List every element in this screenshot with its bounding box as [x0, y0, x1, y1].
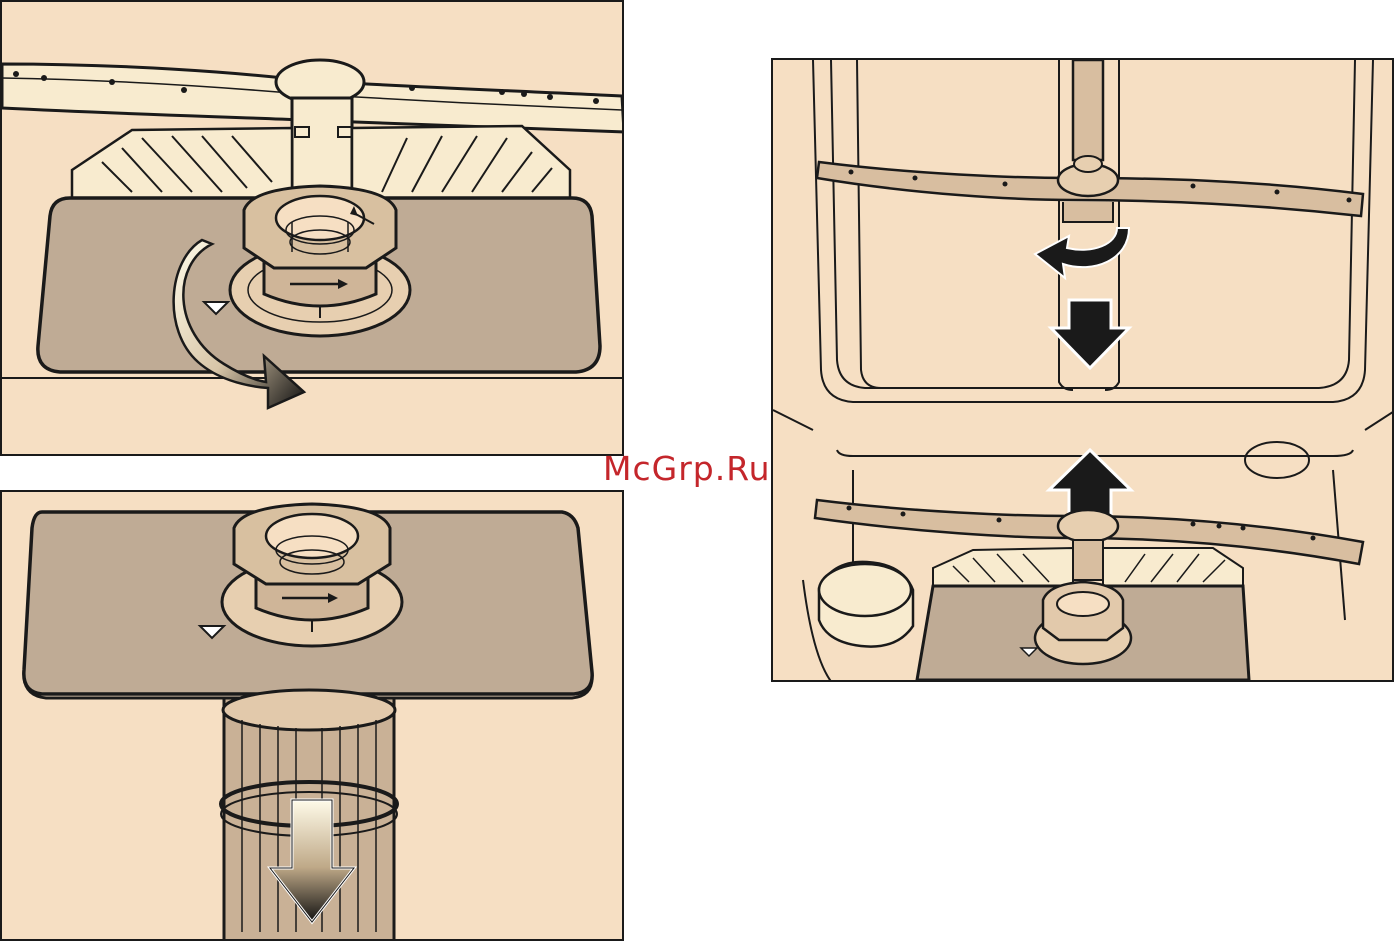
remove-down-arrow-icon [1051, 300, 1129, 368]
spray-arms-illustration [773, 60, 1394, 682]
lower-spray-arm [815, 500, 1363, 580]
remove-filter-illustration [2, 492, 624, 941]
watermark-text: McGrp.Ru [603, 449, 771, 488]
microfilter-ring [1035, 582, 1131, 664]
microfilter-ring [230, 186, 410, 336]
panel-unlock-filter [0, 0, 624, 456]
panel-spray-arms [771, 58, 1394, 682]
panel-remove-filter [0, 490, 624, 941]
salt-container-cap [819, 562, 913, 647]
upper-spray-arm [817, 60, 1363, 222]
microfilter-ring [222, 504, 402, 646]
unlock-filter-illustration [2, 2, 624, 456]
unscrew-arrow-icon [1035, 228, 1129, 278]
